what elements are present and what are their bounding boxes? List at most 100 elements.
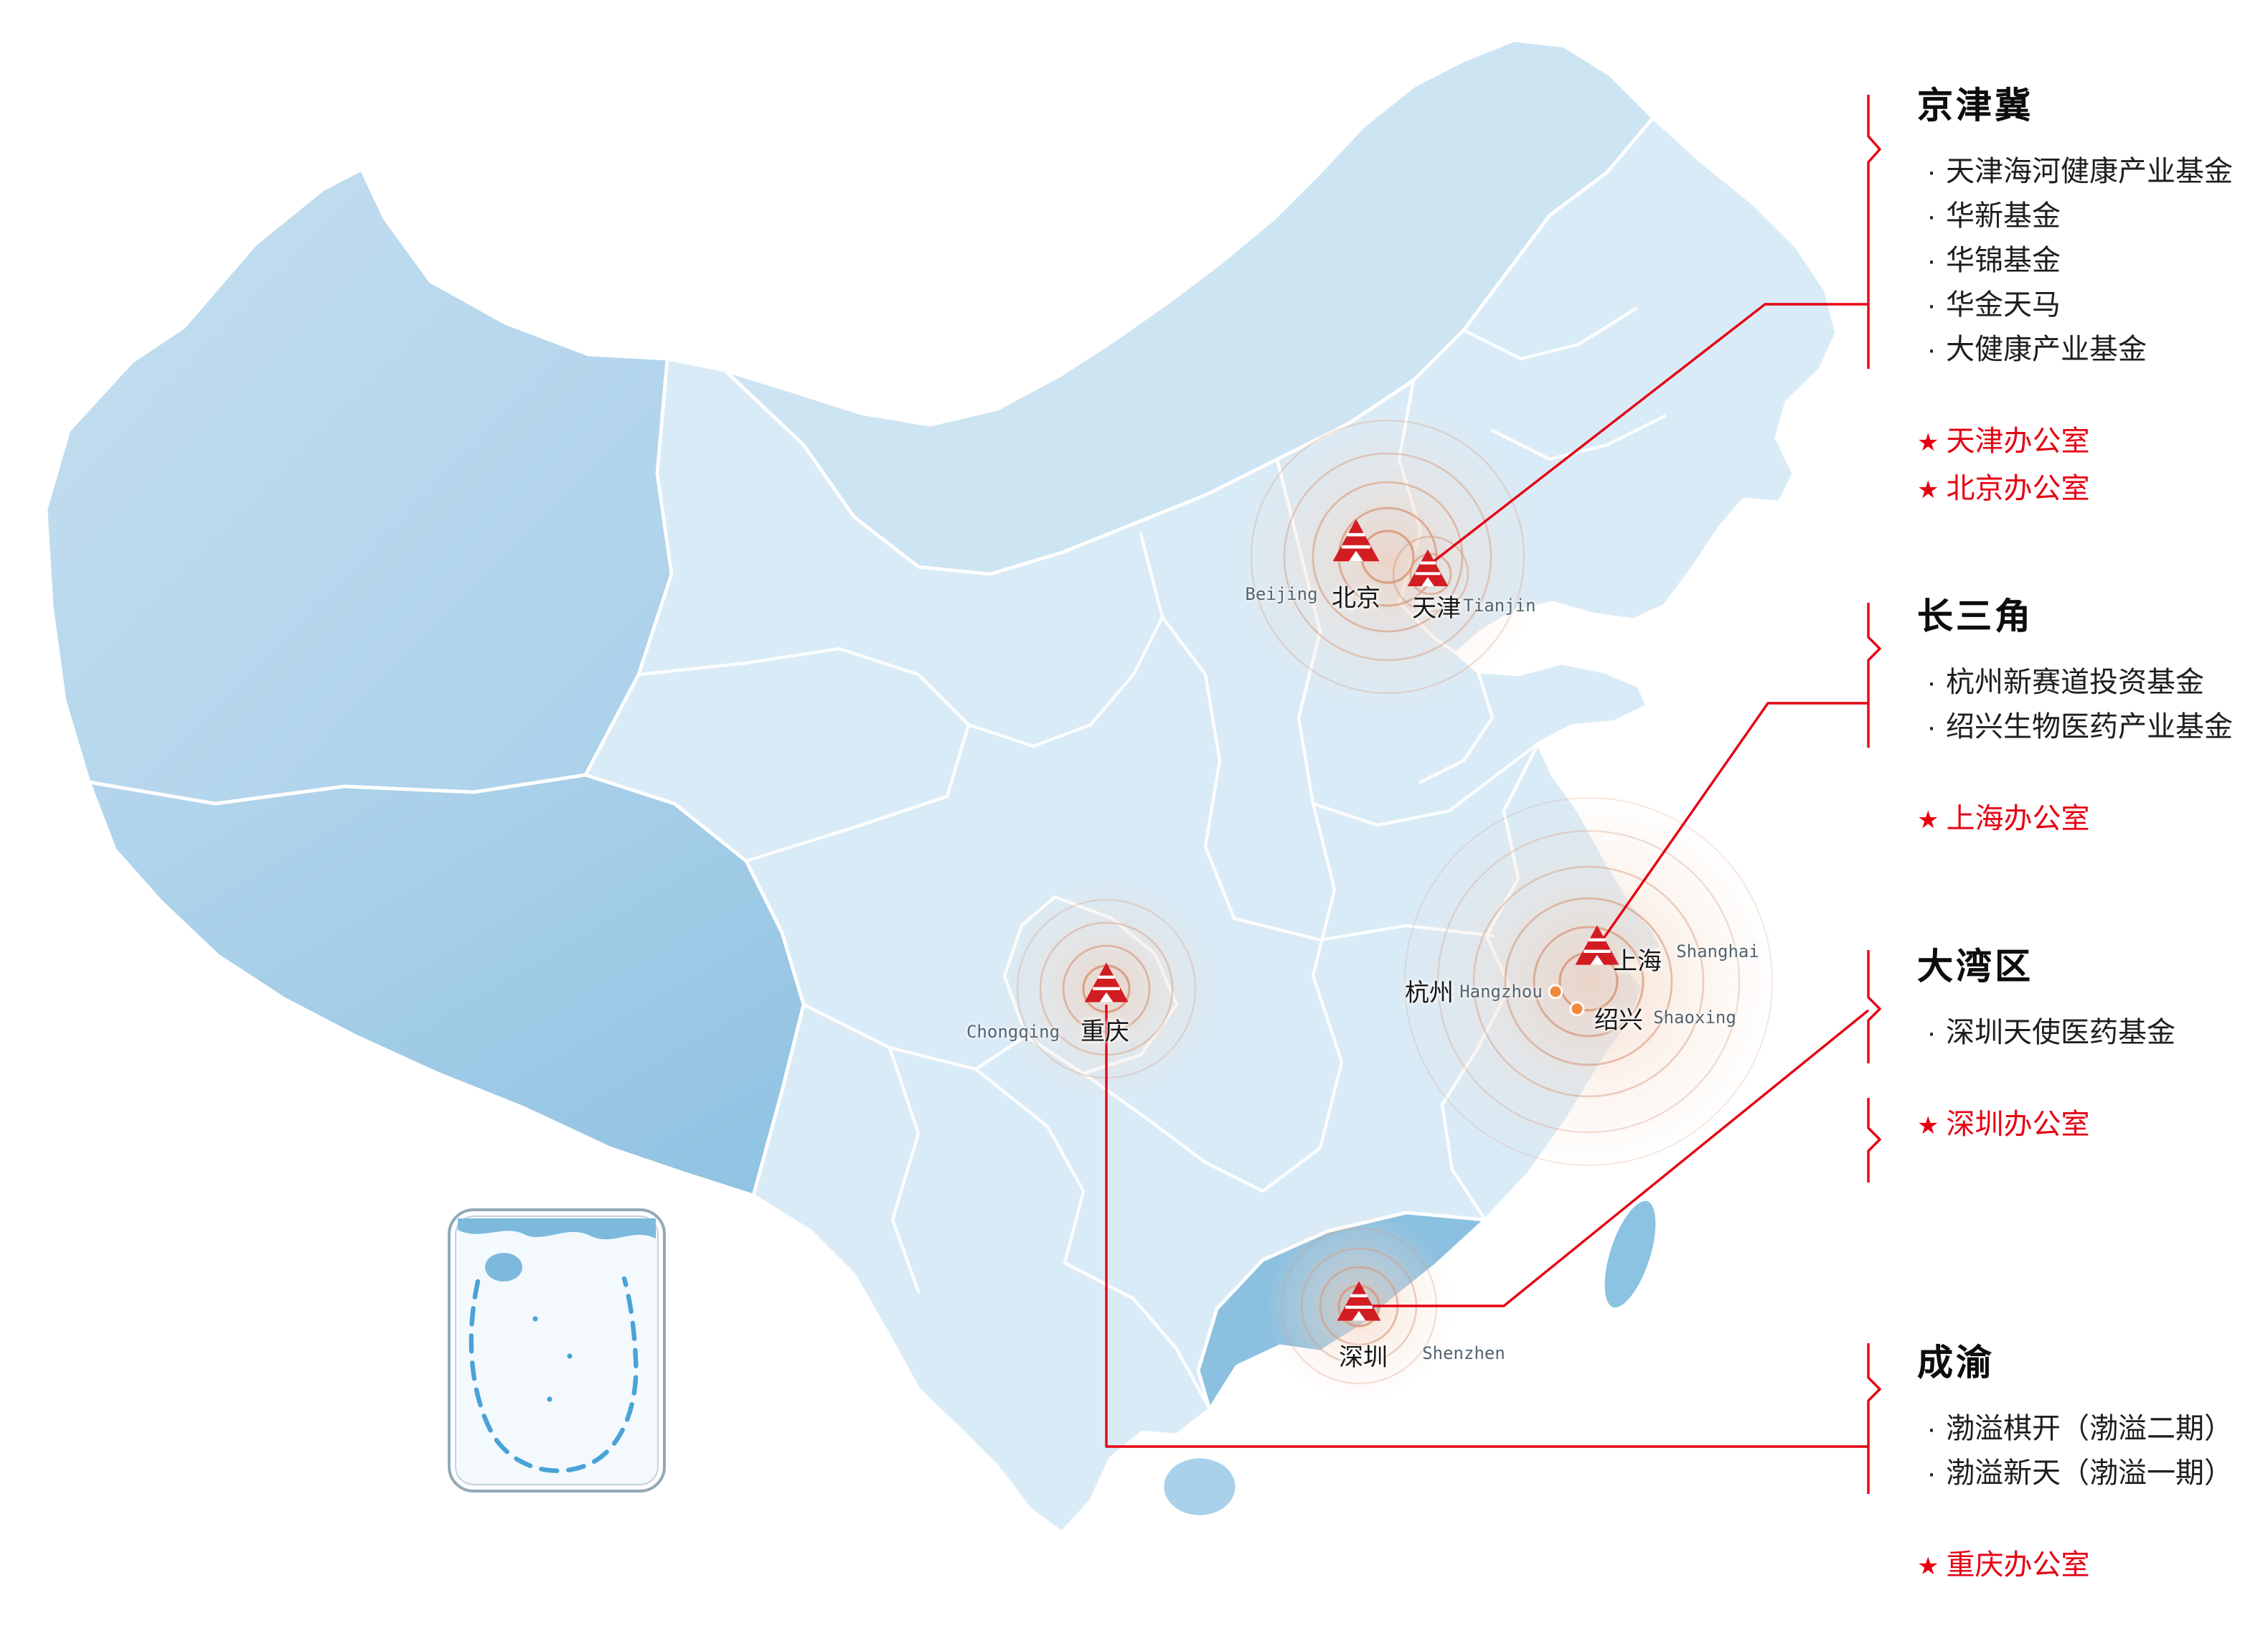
ripple-shanghai <box>1403 796 1774 1167</box>
star-icon: ★ <box>1917 1553 1939 1580</box>
city-label-zh: 上海 <box>1613 948 1662 975</box>
bracket-chengyu <box>1867 1343 1881 1494</box>
bracket-jingjinji <box>1867 95 1881 369</box>
inset-map <box>458 1218 656 1473</box>
office-item: ★ 重庆办公室 <box>1917 1543 2268 1590</box>
city-label-zh: 北京 <box>1332 585 1380 612</box>
city-label-en: Hangzhou <box>1459 982 1543 1002</box>
fund-item: · 天津海河健康产业基金 <box>1917 151 2268 195</box>
city-label-zh: 绍兴 <box>1594 1007 1643 1034</box>
fund-list: · 深圳天使医药基金 <box>1917 1012 2268 1056</box>
office-list: ★天津办公室 ★北京办公室 <box>1917 419 2268 514</box>
fund-item: · 深圳天使医药基金 <box>1917 1012 2268 1056</box>
city-label-zh: 重庆 <box>1081 1018 1129 1045</box>
star-icon: ★ <box>1917 1112 1939 1139</box>
office-name: 北京办公室 <box>1946 474 2090 505</box>
city-label-en: Shaoxing <box>1653 1007 1736 1028</box>
bullet-icon: · <box>1926 667 1937 699</box>
city-label-en: Shanghai <box>1676 941 1759 962</box>
bullet-icon: · <box>1926 1017 1937 1049</box>
office-name: 天津办公室 <box>1946 426 2090 458</box>
office-list: ★ 上海办公室 <box>1917 796 2268 844</box>
bullet-icon: · <box>1926 334 1937 366</box>
fund-item: · 杭州新赛道投资基金 <box>1917 662 2268 706</box>
office-item: ★ 天津办公室 <box>1917 419 2268 466</box>
fund-list: · 天津海河健康产业基金 · 华新基金 · 华锦基金 · 华金天马 · 大健康产业基金 <box>1917 151 2268 373</box>
fund-item: · 华金天马 <box>1917 284 2268 329</box>
fund-name: 华锦基金 <box>1946 245 2061 277</box>
office-item: ★ 上海办公室 <box>1917 796 2268 844</box>
bullet-icon: · <box>1926 1458 1937 1490</box>
fund-name: 绍兴生物医药产业基金 <box>1946 712 2233 743</box>
star-icon: ★ <box>1917 476 1939 504</box>
fund-list: · 杭州新赛道投资基金 · 绍兴生物医药产业基金 <box>1917 662 2268 751</box>
bullet-icon: · <box>1926 245 1937 277</box>
hainan-island <box>1160 1454 1239 1519</box>
fund-name: 渤溢新天（渤溢一期） <box>1946 1458 2233 1490</box>
fund-item: · 渤溢棋开（渤溢二期） <box>1917 1408 2268 1452</box>
connector-dawanqu <box>1370 1009 1870 1307</box>
fund-item: · 华新基金 <box>1917 195 2268 240</box>
bullet-icon: · <box>1926 290 1937 321</box>
office-list: ★ 重庆办公室 <box>1917 1543 2268 1590</box>
office-item: ★ 深圳办公室 <box>1917 1102 2268 1150</box>
inset-hainan-island <box>485 1253 522 1282</box>
fund-list: · 渤溢棋开（渤溢二期） · 渤溢新天（渤溢一期） <box>1917 1408 2268 1497</box>
fund-name: 华金天马 <box>1946 290 2061 321</box>
bracket-dawanqu-office <box>1867 1098 1881 1183</box>
company-logo-icon <box>1083 962 1129 1003</box>
bracket-changsanjiao <box>1867 603 1881 748</box>
fund-item: · 渤溢新天（渤溢一期） <box>1917 1452 2268 1497</box>
city-label-zh: 深圳 <box>1339 1344 1388 1371</box>
south-china-sea-inset <box>448 1208 666 1492</box>
office-list: ★ 深圳办公室 <box>1917 1102 2268 1150</box>
fund-item: · 大健康产业基金 <box>1917 329 2268 373</box>
bullet-icon: · <box>1926 201 1937 232</box>
connector-lines <box>1105 303 1870 1448</box>
bullet-icon: · <box>1926 1414 1937 1445</box>
nine-dash-line <box>469 1276 639 1473</box>
inset-coastline <box>458 1218 656 1240</box>
city-label-en: Beijing <box>1245 584 1318 604</box>
star-icon: ★ <box>1917 807 1939 834</box>
fund-name: 大健康产业基金 <box>1946 334 2147 366</box>
company-logo-icon <box>1336 1280 1382 1322</box>
region-title: 长三角 <box>1917 597 2034 637</box>
fund-name: 天津海河健康产业基金 <box>1946 156 2233 188</box>
city-label-en: Chongqing <box>966 1022 1060 1042</box>
office-name: 重庆办公室 <box>1946 1550 2090 1581</box>
region-dawanqu: 大湾区 · 深圳天使医药基金 ★ 深圳办公室 <box>1917 939 2268 1150</box>
city-label-zh: 杭州 <box>1405 979 1454 1007</box>
bracket-dawanqu-funds <box>1867 950 1881 1063</box>
fund-name: 华新基金 <box>1946 201 2061 232</box>
section-brackets <box>1867 95 1881 1494</box>
fund-name: 渤溢棋开（渤溢二期） <box>1946 1414 2233 1445</box>
hangzhou-shaoxing-dots <box>1548 984 1585 1017</box>
connector-jingjinji <box>1431 303 1868 564</box>
fund-item: · 华锦基金 <box>1917 240 2268 284</box>
city-label-zh: 天津 <box>1412 595 1461 622</box>
region-title: 京津冀 <box>1917 86 2034 126</box>
fund-name: 深圳天使医药基金 <box>1946 1017 2175 1049</box>
region-title: 大湾区 <box>1917 947 2034 987</box>
connector-chengyu <box>1105 1005 1868 1448</box>
bullet-icon: · <box>1926 712 1937 743</box>
star-icon: ★ <box>1917 429 1939 456</box>
taiwan-island <box>1601 1197 1660 1312</box>
office-item: ★北京办公室 <box>1917 466 2268 514</box>
city-label-en: Shenzhen <box>1422 1343 1505 1363</box>
office-name: 深圳办公室 <box>1946 1109 2090 1141</box>
fund-name: 杭州新赛道投资基金 <box>1946 667 2204 699</box>
region-chengyu: 成渝 · 渤溢棋开（渤溢二期） · 渤溢新天（渤溢一期） ★ 重庆办公室 <box>1917 1335 2268 1590</box>
region-title: 成渝 <box>1917 1343 1995 1383</box>
bullet-icon: · <box>1926 156 1937 188</box>
region-jingjinji: 京津冀 · 天津海河健康产业基金 · 华新基金 · 华锦基金 · 华金天马 · 大健康产业… <box>1917 77 2268 514</box>
china-landmass <box>44 38 1839 1535</box>
office-name: 上海办公室 <box>1946 804 2090 835</box>
company-logo-icon <box>1406 548 1449 587</box>
fund-item: · 绍兴生物医药产业基金 <box>1917 706 2268 751</box>
company-logo-icon <box>1332 518 1380 563</box>
city-label-en: Tianjin <box>1463 596 1536 616</box>
